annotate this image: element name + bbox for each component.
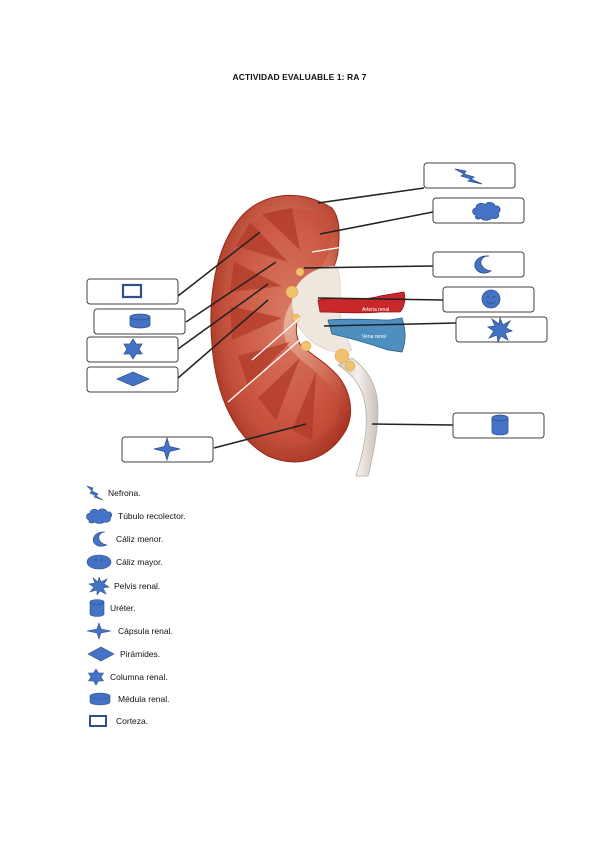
legend-label: Uréter.: [110, 603, 136, 613]
rectangle-icon: [121, 283, 143, 299]
page-title: ACTIVIDAD EVALUABLE 1: RA 7: [232, 72, 367, 82]
legend-item: Corteza.: [88, 712, 148, 730]
legend-item: Pelvis renal.: [88, 577, 160, 595]
legend-label: Túbulo recolector.: [118, 511, 186, 521]
burst-icon: [88, 577, 110, 595]
cylinder-icon: [491, 414, 509, 436]
leader-columna: [177, 283, 269, 350]
legend-item: Columna renal.: [86, 668, 168, 686]
legend-label: Cáliz mayor.: [116, 557, 163, 567]
cloud-icon: [472, 202, 501, 221]
legend-label: Pirámides.: [120, 649, 161, 659]
legend-label: Cáliz menor.: [116, 534, 164, 544]
diamond-icon: [87, 646, 115, 662]
legend-item: Túbulo recolector.: [86, 507, 186, 525]
answer-box-corteza[interactable]: [86, 278, 179, 305]
star4-icon: [86, 622, 112, 640]
leader-ureter: [371, 423, 454, 426]
star4-icon: [153, 436, 181, 462]
legend-item: Cáliz mayor.: [86, 553, 163, 571]
legend-label: Pelvis renal.: [114, 581, 161, 591]
leader-white-2: [251, 317, 301, 361]
legend-item: Nefrona.: [86, 484, 141, 502]
smiley-icon: [86, 554, 112, 570]
rectangle-icon: [89, 715, 107, 727]
cylinder-icon: [89, 692, 111, 706]
legend-item: Cáliz menor.: [90, 530, 163, 548]
cloud-icon: [86, 508, 112, 524]
legend-item: Médula renal.: [88, 690, 170, 708]
moon-icon: [92, 531, 108, 547]
star6-icon: [87, 668, 105, 686]
lightning-icon: [454, 168, 483, 185]
cylinder-icon: [89, 599, 105, 617]
leader-piramides: [177, 299, 269, 379]
leader-caliz-menor: [303, 265, 434, 269]
legend-label: Cápsula renal.: [118, 626, 173, 636]
legend-label: Corteza.: [116, 716, 149, 726]
ureter: [337, 357, 379, 477]
legend-item: Cápsula renal.: [86, 622, 173, 640]
leader-caliz-mayor: [317, 297, 444, 301]
leader-medula: [185, 261, 277, 323]
cylinder-icon: [129, 313, 151, 329]
smiley-icon: [481, 289, 501, 309]
fat-lobules: [285, 267, 356, 372]
pyramids: [230, 208, 316, 440]
leader-nefrona: [317, 187, 425, 204]
legend-label: Médula renal.: [118, 694, 170, 704]
lightning-icon: [86, 485, 104, 501]
star6-icon: [123, 338, 143, 360]
legend-label: Nefrona.: [108, 488, 141, 498]
legend-label: Columna renal.: [110, 672, 168, 682]
legend-item: Uréter.: [88, 599, 136, 617]
legend-item: Pirámides.: [86, 645, 160, 663]
burst-icon: [486, 316, 514, 344]
leader-corteza: [177, 231, 261, 297]
leader-capsula: [213, 423, 307, 449]
vein-label: Vena renal: [362, 334, 386, 340]
renal-vein: [327, 317, 406, 353]
artery-label: Arteria renal: [362, 307, 389, 313]
diamond-icon: [116, 371, 150, 387]
leader-tubulo: [319, 211, 434, 235]
moon-icon: [474, 255, 493, 274]
leader-white-1: [311, 241, 375, 253]
leader-white-3: [227, 337, 303, 403]
leader-pelvis: [323, 322, 457, 327]
